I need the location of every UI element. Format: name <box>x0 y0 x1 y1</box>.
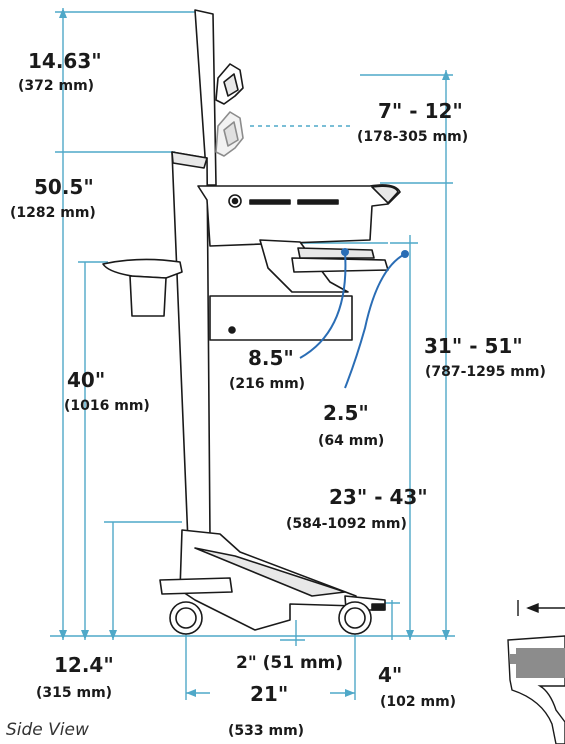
caster-brake <box>371 603 385 611</box>
base-depth-metric: (533 mm) <box>228 723 304 739</box>
work-surface-front-edge <box>371 185 399 204</box>
drawer-lock <box>228 326 236 334</box>
arrowheads <box>59 8 450 697</box>
callout-leaders <box>299 251 406 389</box>
cart-basket <box>129 275 167 317</box>
monitor-mount-detail <box>223 73 239 97</box>
rear-wheel-hub <box>175 607 197 629</box>
caster-offset-imperial: 4" <box>378 663 402 687</box>
keyboard-width-metric: (216 mm) <box>229 376 305 392</box>
callout-dot <box>401 250 409 258</box>
keyboard-offset-leader <box>344 253 406 389</box>
monitor-lift-metric: (178-305 mm) <box>357 129 468 145</box>
arrowhead <box>81 630 89 640</box>
front-view-panel-tab <box>510 654 518 664</box>
view-caption: Side View <box>6 720 89 740</box>
caster-offset-metric: (102 mm) <box>380 694 456 710</box>
arrowhead <box>186 689 196 697</box>
callout-dot <box>341 248 349 256</box>
base-foot <box>159 577 233 595</box>
keyboard-offset-imperial: 2.5" <box>323 401 369 425</box>
monitor-height-imperial: 14.63" <box>28 49 102 73</box>
monitor-panel <box>194 9 217 186</box>
work-surface-height-metric: (787-1295 mm) <box>425 364 546 380</box>
surface-slot <box>249 199 291 205</box>
front-wheel-hub <box>344 607 366 629</box>
cart-illustration <box>102 9 401 635</box>
handle-height-imperial: 40" <box>67 368 105 392</box>
arrowhead <box>442 70 450 80</box>
base-depth-imperial: 21" <box>250 682 288 706</box>
cart-handle <box>102 258 183 279</box>
arrowhead <box>406 630 414 640</box>
work-surface <box>197 184 401 247</box>
front-view-panel <box>516 648 565 678</box>
arrowhead <box>59 630 67 640</box>
front-view-arrowhead <box>526 602 539 614</box>
keyboard-offset-metric: (64 mm) <box>318 433 384 449</box>
base-front-metric: (315 mm) <box>36 685 112 701</box>
base-shading <box>194 547 346 597</box>
keyboard-height-imperial: 23" - 43" <box>329 485 428 509</box>
column-cap <box>171 151 208 169</box>
arrowhead <box>59 8 67 18</box>
keyboard <box>297 247 375 259</box>
work-surface-height-imperial: 31" - 51" <box>424 334 523 358</box>
wheel-offset-label: 2" (51 mm) <box>236 653 343 673</box>
overall-height-imperial: 50.5" <box>34 175 94 199</box>
arrowhead <box>442 630 450 640</box>
keyboard-height-metric: (584-1092 mm) <box>286 516 407 532</box>
front-view-partial <box>507 600 565 744</box>
monitor-lift-imperial: 7" - 12" <box>378 99 463 123</box>
overall-height-metric: (1282 mm) <box>10 205 96 221</box>
handle-height-metric: (1016 mm) <box>64 398 150 414</box>
keyboard-tray <box>291 257 389 273</box>
monitor-height-metric: (372 mm) <box>18 78 94 94</box>
cart-column <box>171 151 211 543</box>
surface-knob-center <box>231 197 239 205</box>
arrowhead <box>345 689 355 697</box>
surface-slot <box>297 199 339 205</box>
keyboard-width-imperial: 8.5" <box>248 346 294 370</box>
base-front-imperial: 12.4" <box>54 653 114 677</box>
arrowhead <box>109 630 117 640</box>
keyboard-width-leader <box>299 251 347 359</box>
monitor-mount-lower-detail <box>223 121 239 147</box>
